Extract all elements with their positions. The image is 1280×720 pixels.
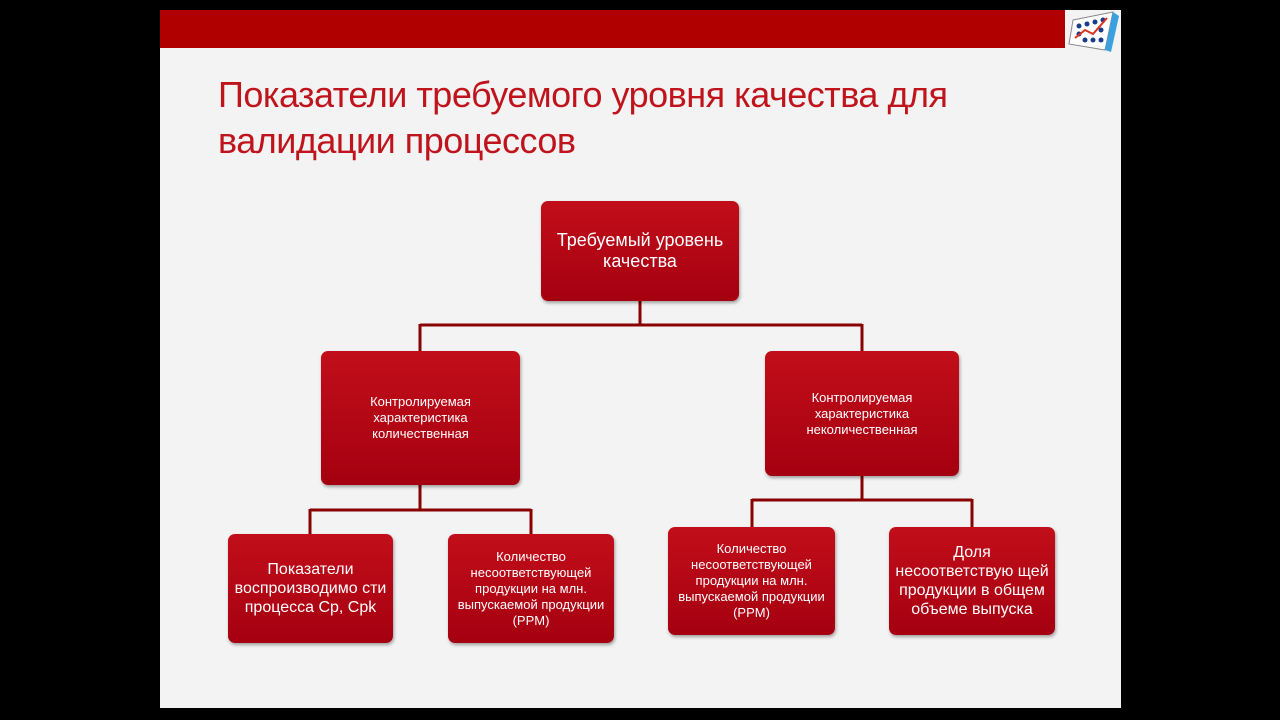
node-ppm-right: Количество несоответствующей продукции н… (668, 527, 835, 635)
page-title: Показатели требуемого уровня качества дл… (218, 74, 948, 161)
header-bar (160, 10, 1065, 48)
node-nonconforming-share: Доля несоответствую щей продукции в обще… (889, 527, 1055, 635)
node-root: Требуемый уровень качества (541, 201, 739, 301)
node-quantitative: Контролируемая характеристика количестве… (321, 351, 520, 485)
chart-logo-icon (1065, 10, 1121, 58)
node-ppm-left: Количество несоответствующей продукции н… (448, 534, 614, 643)
slide: Показатели требуемого уровня качества дл… (160, 10, 1121, 708)
connector-lines (308, 301, 974, 534)
node-non-quantitative: Контролируемая характеристика неколичест… (765, 351, 959, 476)
node-cp-cpk: Показатели воспроизводимо сти процесса C… (228, 534, 393, 643)
